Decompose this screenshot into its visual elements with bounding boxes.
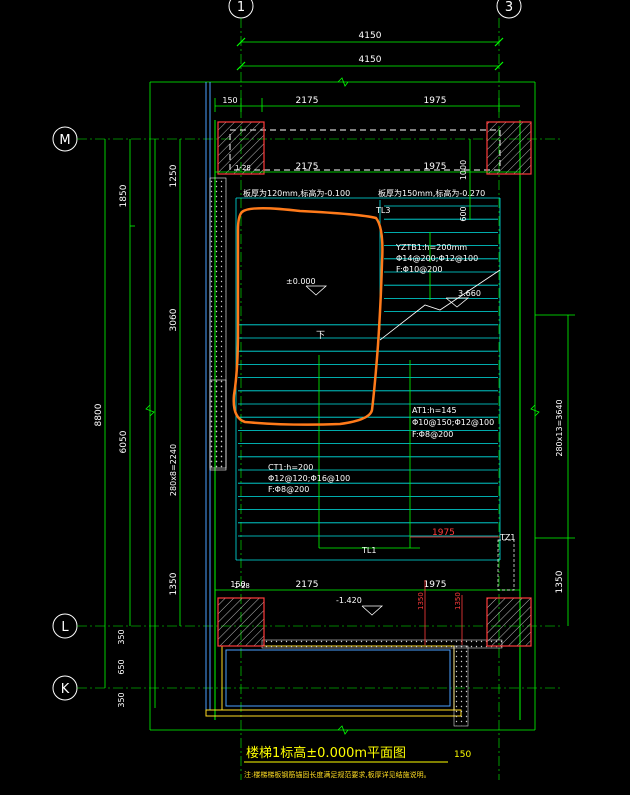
note-right: 板厚为150mm,标高为-0.270 [378, 188, 485, 198]
label-tz1: TZ1 [499, 533, 515, 542]
stair-treads [238, 205, 498, 537]
svg-text:1: 1 [237, 0, 245, 15]
left-dimension-lines [104, 139, 181, 708]
title-footnote: 注:楼梯梯板钢筋锚固长度满足规范要求,板厚详见结施说明。 [244, 770, 431, 779]
level-marker-3660: 3.660 [445, 289, 481, 308]
dim-350-left-b: 350 [117, 692, 126, 707]
label-ct1: CT1:h=200 [268, 463, 313, 472]
dim-1000-right: 1000 [459, 160, 468, 180]
dim-1250: 1250 [169, 164, 179, 187]
label-tl1: TL1 [361, 546, 376, 555]
dim-600-right: 600 [459, 206, 468, 221]
dim-650-left: 650 [117, 659, 126, 674]
label-yztb-r2: F:Φ10@200 [396, 265, 442, 274]
label-at1: AT1:h=145 [412, 406, 457, 415]
arrow-down-label: 下 [316, 331, 325, 341]
column-bottom-right [486, 597, 532, 647]
svg-text:3: 3 [505, 0, 513, 15]
column-top-left: 1-28 [217, 121, 265, 175]
svg-text:L: L [61, 620, 69, 635]
dim-2175-bottom: 2175 [296, 580, 319, 590]
svg-text:-1.420: -1.420 [336, 596, 362, 605]
dim-1350-red-a: 1350 [417, 592, 425, 610]
level-marker-1420: -1.420 [336, 596, 384, 616]
right-bottom-fill [453, 645, 469, 727]
svg-text:1-28: 1-28 [234, 582, 250, 590]
svg-text:±0.000: ±0.000 [286, 277, 316, 286]
landing-outline [235, 197, 501, 561]
level-marker-0: ±0.000 [286, 277, 328, 296]
right-dimension-lines [469, 139, 575, 626]
axis-bubble-l: L [52, 613, 560, 639]
dim-6050: 6050 [119, 430, 129, 453]
dim-1975-top: 1975 [424, 96, 447, 106]
column-top-right [486, 121, 532, 175]
dim-3060: 3060 [169, 308, 179, 331]
highlight-outline [232, 207, 384, 426]
dim-4150-top: 4150 [359, 31, 382, 41]
dim-1350-red-b: 1350 [454, 592, 462, 610]
dim-4150-second: 4150 [359, 55, 382, 65]
left-wall-fill-lower [209, 379, 227, 471]
label-tl3: TL3 [375, 206, 390, 215]
note-left: 板厚为120mm,标高为-0.100 [243, 188, 350, 198]
tz1-post [497, 539, 515, 591]
label-yztb-r1: Φ14@200;Φ12@100 [396, 254, 478, 263]
label-ct1-r1: Φ12@120;Φ16@100 [268, 474, 350, 483]
axis-bubble-m: M [52, 126, 560, 152]
svg-text:M: M [59, 133, 70, 148]
dim-150-top: 150 [222, 96, 237, 105]
label-at1-r2: F:Φ8@200 [412, 430, 453, 439]
dim-350-left-a: 350 [117, 629, 126, 644]
dim-2804-right: 280x13=3640 [555, 399, 564, 456]
axis-bubble-k: K [52, 675, 560, 701]
axis-bubble-3: 3 [496, 0, 522, 780]
break-line [379, 269, 501, 341]
red-dimension-1975 [410, 536, 500, 645]
dim-1350-left: 1350 [169, 572, 179, 595]
dim-1975-bottom: 1975 [424, 580, 447, 590]
dim-1975-red: 1975 [432, 528, 455, 538]
top-dimension-lines [149, 41, 536, 731]
dim-1350-right: 1350 [555, 570, 565, 593]
label-ct1-r2: F:Φ8@200 [268, 485, 309, 494]
axis-bubble-1: 1 [228, 0, 254, 780]
dim-2175-mid: 2175 [296, 162, 319, 172]
svg-text:K: K [61, 682, 70, 697]
stair-direction-lines [318, 232, 431, 549]
label-yztb: YZTB1:h=200mm [395, 243, 467, 252]
dim-150-bottom: 150 [230, 580, 245, 589]
drawing-title: 楼梯1标高±0.000m平面图 [246, 745, 406, 761]
label-at1-r1: Φ10@150;Φ12@100 [412, 418, 494, 427]
title-scale-note: 150 [454, 750, 471, 760]
svg-text:1-28: 1-28 [235, 164, 251, 172]
svg-text:3.660: 3.660 [458, 289, 481, 298]
dim-2804-left: 280x8=2240 [169, 444, 178, 496]
top-dimension-ticks [236, 37, 504, 71]
dim-8800: 8800 [94, 403, 104, 426]
break-marks [145, 77, 540, 735]
column-bottom-left: 1-28 [217, 582, 265, 647]
dim-2175-top: 2175 [296, 96, 319, 106]
dim-1850: 1850 [119, 184, 129, 207]
mid-dimension-line [215, 171, 520, 591]
dim-1975-mid: 1975 [424, 162, 447, 172]
